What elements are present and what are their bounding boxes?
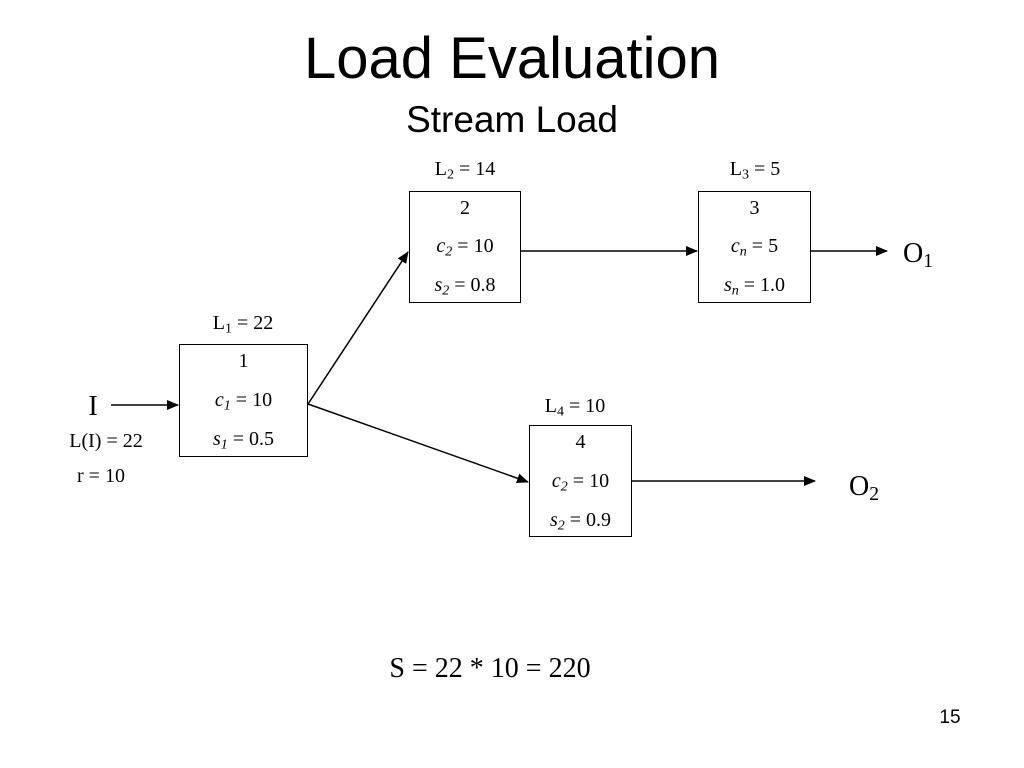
op1-cost: c1 = 10: [214, 389, 273, 414]
op3-selectivity: sn = 1.0: [723, 274, 786, 299]
op2-load-label: L2 = 14: [434, 158, 496, 183]
op4-selectivity: s2 = 0.9: [549, 509, 612, 534]
op2-cost: c2 = 10: [436, 235, 494, 260]
input-load: L(I) = 22: [69, 430, 143, 452]
op2-id: 2: [460, 197, 470, 219]
op4-id: 4: [575, 431, 586, 453]
arrow-op1-to-op2: [307, 251, 409, 405]
operator-box-4: 4 c2 = 10 s2 = 0.9: [529, 425, 632, 537]
stream-load-formula: S = 22 * 10 = 220: [389, 653, 591, 684]
output-o1: O1: [902, 238, 934, 272]
op1-load-label: L1 = 22: [212, 312, 274, 337]
op3-cost: cn = 5: [730, 235, 779, 260]
op3-id: 3: [749, 197, 760, 219]
operator-box-3: 3 cn = 5 sn = 1.0: [698, 191, 811, 303]
op2-selectivity: s2 = 0.8: [434, 274, 496, 299]
input-label: I: [88, 391, 98, 422]
op1-selectivity: s1 = 0.5: [212, 428, 275, 453]
output-o2: O2: [848, 471, 880, 505]
op3-load-label: L3 = 5: [729, 158, 781, 183]
op4-cost: c2 = 10: [551, 470, 610, 495]
page-number: 15: [939, 707, 961, 728]
arrow-op1-to-op4: [307, 403, 529, 484]
op4-load-label: L4 = 10: [544, 395, 606, 420]
operator-box-2: 2 c2 = 10 s2 = 0.8: [409, 191, 521, 303]
slide-subtitle: Stream Load: [406, 99, 618, 140]
operator-box-1: 1 c1 = 10 s1 = 0.5: [179, 344, 308, 457]
op1-id: 1: [238, 350, 249, 372]
slide-title: Load Evaluation: [304, 26, 720, 91]
input-rate: r = 10: [77, 465, 125, 487]
